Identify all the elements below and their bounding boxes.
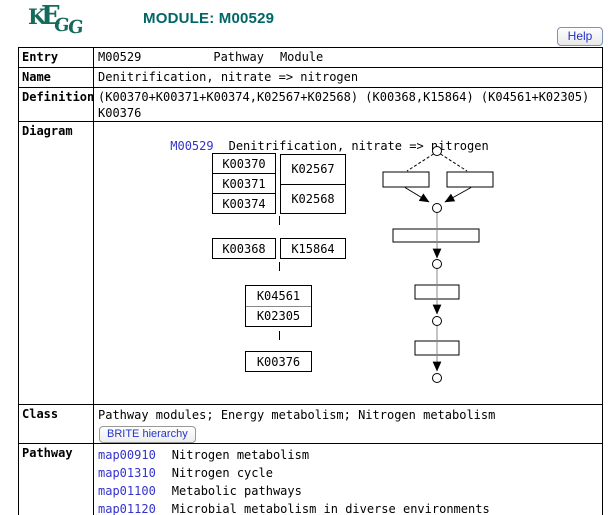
kbox-K02305[interactable]: K02305 [246, 305, 311, 327]
kbox-K04561[interactable]: K04561 [256, 288, 301, 303]
help-button[interactable]: Help [557, 27, 603, 46]
name-label: Name [18, 67, 94, 88]
kbox-K00370[interactable]: K00370 [222, 156, 266, 171]
module-flow-graphic [382, 146, 494, 383]
diagram-label: Diagram [18, 121, 94, 405]
diagram-module-title: Denitrification, nitrate => nitrogen [228, 139, 489, 153]
pathway-map-name: Nitrogen metabolism [171, 448, 310, 462]
kbox-K02568[interactable]: K02568 [281, 183, 345, 214]
definition-line1: (K00370+K00371+K00374,K02567+K02568) (K0… [98, 90, 590, 104]
pathway-map-name: Microbial metabolism in diverse environm… [171, 502, 490, 515]
connector-dash [279, 216, 280, 225]
entry-row: Entry M00529 Pathway Module [18, 47, 603, 68]
pathway-map-link[interactable]: map01310 [98, 466, 156, 480]
kbox-K02567[interactable]: K02567 [291, 162, 335, 177]
pathway-map-link[interactable]: map00910 [98, 448, 156, 462]
class-value: Pathway modules; Energy metabolism; Nitr… [98, 408, 496, 422]
pathway-row: Pathway map00910 Nitrogen metabolism map0… [18, 443, 603, 515]
connector-dash [279, 331, 280, 340]
pathway-map-name: Metabolic pathways [171, 484, 302, 498]
kbox-K00376[interactable]: K00376 [256, 354, 301, 369]
kbox-group-nos: K00376 [245, 351, 312, 372]
compound-circle [432, 146, 442, 156]
name-value: Denitrification, nitrate => nitrogen [93, 67, 603, 88]
pathway-link-row: map00910 Nitrogen metabolism [98, 444, 602, 464]
connector-dash [279, 262, 280, 271]
class-row: Class Pathway modules; Energy metabolism… [18, 404, 603, 444]
entry-type-module: Module [279, 50, 324, 64]
kbox-K15864[interactable]: K15864 [291, 241, 335, 256]
logo-letter: K [28, 4, 47, 29]
page-title: MODULE: M00529 [143, 10, 275, 27]
pathway-map-link[interactable]: map01120 [98, 502, 156, 515]
kbox-group-nirK: K00368 [212, 238, 276, 259]
pathway-link-row: map01100 Metabolic pathways [98, 482, 602, 500]
diagram-row: Diagram M00529 Denitrification, nitrate =… [18, 121, 603, 405]
reaction-box [446, 171, 494, 188]
compound-circle [432, 259, 442, 269]
pathway-link-row: map01120 Microbial metabolism in diverse … [98, 500, 602, 515]
reaction-box [382, 171, 430, 188]
class-label: Class [18, 404, 94, 444]
pathway-label: Pathway [18, 443, 94, 515]
kbox-group-nirS: K15864 [280, 238, 346, 259]
definition-row: Definition (K00370+K00371+K00374,K02567+… [18, 87, 603, 122]
entry-type-pathway: Pathway [213, 50, 264, 64]
kbox-group-nap: K02567 K02568 [280, 154, 346, 214]
kbox-group-nar: K00370 K00371 K00374 [212, 153, 276, 214]
pathway-map-link[interactable]: map01100 [98, 484, 156, 498]
compound-circle [432, 373, 442, 383]
reaction-box [392, 228, 480, 243]
brite-hierarchy-button[interactable]: BRITE hierarchy [99, 426, 196, 443]
diagram-module-link[interactable]: M00529 [170, 139, 214, 153]
definition-label: Definition [18, 87, 94, 122]
kbox-K00371[interactable]: K00371 [213, 173, 275, 193]
logo-letter: E [41, 1, 61, 31]
name-row: Name Denitrification, nitrate => nitroge… [18, 67, 603, 88]
compound-circle [432, 316, 442, 326]
pathway-map-name: Nitrogen cycle [171, 466, 273, 480]
definition-line2: K00376 [98, 106, 142, 120]
entry-label: Entry [18, 47, 94, 68]
kbox-K00368[interactable]: K00368 [222, 241, 266, 256]
entry-id: M00529 [98, 50, 142, 64]
compound-circle [432, 203, 442, 213]
kbox-group-nor: K04561 K02305 [245, 285, 312, 327]
kbox-K00374[interactable]: K00374 [213, 193, 275, 213]
pathway-link-row: map01310 Nitrogen cycle [98, 464, 602, 482]
logo-letter: G [66, 17, 85, 38]
kegg-logo[interactable]: K E G G [28, 3, 94, 43]
